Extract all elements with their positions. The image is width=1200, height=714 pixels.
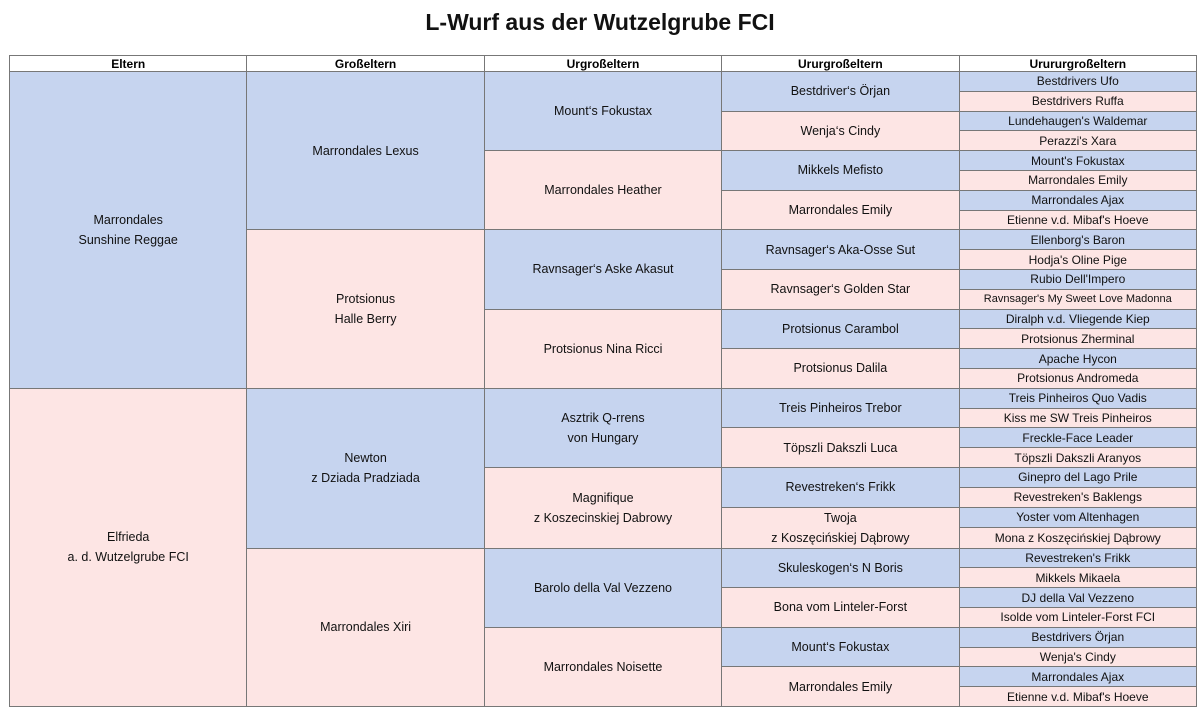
- table-row: Ravnsager's My Sweet Love Madonna: [10, 288, 1198, 310]
- header-urururgrosseltern: Urururgroßeltern: [958, 55, 1198, 72]
- table-row: Marrondales Emily: [10, 169, 1198, 191]
- gg-grandparent-cell: Ravnsager‘s Aka-Osse Sut: [721, 229, 960, 270]
- ggg-grandparent-cell: Marrondales Ajax: [958, 189, 1198, 211]
- table-row: Töpszli Dakszli Aranyos: [10, 447, 1198, 468]
- great-grandparent-cell: Marrondales Heather: [483, 150, 723, 231]
- gg-grandparent-cell: Wenja‘s Cindy: [721, 110, 960, 152]
- great-grandparent-cell: Mount‘s Fokustax: [483, 70, 723, 152]
- ggg-grandparent-cell: Perazzi's Xara: [958, 130, 1198, 152]
- gg-grandparent-cell: Ravnsager‘s Golden Star: [721, 268, 960, 310]
- gg-grandparent-cell: Mount‘s Fokustax: [721, 626, 960, 668]
- page-title: L-Wurf aus der Wutzelgrube FCI: [425, 9, 775, 35]
- gg-grandparent-cell: Mikkels Mefisto: [721, 150, 960, 191]
- ggg-grandparent-cell: Rubio Dell'Impero: [958, 268, 1198, 290]
- gg-grandparent-cell: Revestreken‘s Frikk: [721, 466, 960, 508]
- gg-grandparent-cell: Bona vom Linteler-Forst: [721, 587, 960, 628]
- gg-grandparent-cell: Treis Pinheiros Trebor: [721, 387, 960, 429]
- ggg-grandparent-cell: Lundehaugen's Waldemar: [958, 110, 1198, 132]
- ggg-grandparent-cell: Apache Hycon: [958, 348, 1198, 369]
- ggg-grandparent-cell: Marrondales Emily: [958, 169, 1198, 191]
- ggg-grandparent-cell: Wenja's Cindy: [958, 646, 1198, 668]
- table-row: Revestreken's Baklengs: [10, 486, 1198, 508]
- ggg-grandparent-cell: DJ della Val Vezzeno: [958, 587, 1198, 608]
- table-row: Kiss me SW Treis Pinheiros: [10, 407, 1198, 429]
- great-grandparent-cell: Ravnsager‘s Aske Akasut: [483, 229, 723, 310]
- ggg-grandparent-cell: Protsionus Andromeda: [958, 367, 1198, 389]
- table-row: Wenja's Cindy: [10, 646, 1198, 668]
- ggg-grandparent-cell: Diralph v.d. Vliegende Kiep: [958, 308, 1198, 330]
- ggg-grandparent-cell: Treis Pinheiros Quo Vadis: [958, 387, 1198, 409]
- header-grosseltern: Großeltern: [246, 55, 485, 72]
- ggg-grandparent-cell: Protsionus Zherminal: [958, 328, 1198, 350]
- gg-grandparent-cell: Marrondales Emily: [721, 189, 960, 231]
- gg-grandparent-cell: Protsionus Dalila: [721, 348, 960, 389]
- parent-cell: Marrondales Sunshine Reggae: [8, 71, 248, 389]
- ggg-grandparent-cell: Töpszli Dakszli Aranyos: [958, 447, 1198, 468]
- gg-grandparent-cell: Marrondales Emily: [721, 666, 960, 707]
- table-row: Etienne v.d. Mibaf's Hoeve: [10, 686, 1198, 707]
- ggg-grandparent-cell: Yoster vom Altenhagen: [958, 506, 1198, 529]
- ggg-grandparent-cell: Bestdrivers Ruffa: [958, 90, 1198, 112]
- table-row: Protsionus Zherminal: [10, 328, 1198, 350]
- ggg-grandparent-cell: Bestdrivers Ufo: [958, 71, 1198, 92]
- great-grandparent-cell: Marrondales Noisette: [483, 626, 723, 707]
- header-urgrosseltern: Urgroßeltern: [483, 55, 723, 72]
- grandparent-cell: Protsionus Halle Berry: [246, 229, 485, 389]
- great-grandparent-cell: Magnifique z Koszecinskiej Dabrowy: [483, 466, 723, 549]
- gg-grandparent-cell: Skuleskogen‘s N Boris: [721, 547, 960, 589]
- ggg-grandparent-cell: Mona z Koszęcińskiej Dąbrowy: [958, 527, 1198, 549]
- ggg-grandparent-cell: Revestreken's Baklengs: [958, 486, 1198, 508]
- table-row: Isolde vom Linteler-Forst FCI: [10, 606, 1198, 628]
- ggg-grandparent-cell: Mount's Fokustax: [958, 150, 1198, 171]
- parent-cell: Elfrieda a. d. Wutzelgrube FCI: [8, 387, 248, 707]
- grandparent-cell: Newton z Dziada Pradziada: [246, 387, 485, 549]
- table-row: Bestdrivers Ruffa: [10, 90, 1198, 112]
- table-row: Etienne v.d. Mibaf's Hoeve: [10, 209, 1198, 231]
- table-row: Perazzi's Xara: [10, 130, 1198, 152]
- gg-grandparent-cell: Twoja z Koszęcińskiej Dąbrowy: [721, 506, 960, 549]
- ggg-grandparent-cell: Marrondales Ajax: [958, 666, 1198, 688]
- gg-grandparent-cell: Bestdriver‘s Örjan: [721, 71, 960, 112]
- pedigree-table: Eltern Großeltern Urgroßeltern Ururgroße…: [8, 55, 1198, 707]
- gg-grandparent-cell: Protsionus Carambol: [721, 308, 960, 350]
- header-eltern: Eltern: [8, 55, 248, 72]
- ggg-grandparent-cell: Revestreken's Frikk: [958, 547, 1198, 569]
- grandparent-cell: Marrondales Xiri: [246, 547, 485, 707]
- ggg-grandparent-cell: Etienne v.d. Mibaf's Hoeve: [958, 686, 1198, 707]
- header-ururgrosseltern: Ururgroßeltern: [721, 55, 960, 72]
- great-grandparent-cell: Asztrik Q-rrens von Hungary: [483, 387, 723, 468]
- ggg-grandparent-cell: Freckle-Face Leader: [958, 427, 1198, 449]
- ggg-grandparent-cell: Bestdrivers Örjan: [958, 626, 1198, 648]
- gg-grandparent-cell: Töpszli Dakszli Luca: [721, 427, 960, 468]
- great-grandparent-cell: Barolo della Val Vezzeno: [483, 547, 723, 628]
- ggg-grandparent-cell: Ravnsager's My Sweet Love Madonna: [958, 288, 1198, 310]
- great-grandparent-cell: Protsionus Nina Ricci: [483, 308, 723, 389]
- ggg-grandparent-cell: Kiss me SW Treis Pinheiros: [958, 407, 1198, 429]
- ggg-grandparent-cell: Mikkels Mikaela: [958, 567, 1198, 589]
- ggg-grandparent-cell: Isolde vom Linteler-Forst FCI: [958, 606, 1198, 628]
- grandparent-cell: Marrondales Lexus: [246, 70, 485, 231]
- ggg-grandparent-cell: Etienne v.d. Mibaf's Hoeve: [958, 209, 1198, 231]
- header-row: Eltern Großeltern Urgroßeltern Ururgroße…: [8, 55, 1198, 72]
- ggg-grandparent-cell: Ginepro del Lago Prile: [958, 466, 1198, 488]
- ggg-grandparent-cell: Ellenborg's Baron: [958, 229, 1198, 251]
- ggg-grandparent-cell: Hodja's Oline Pige: [958, 249, 1198, 270]
- table-row: Protsionus Andromeda: [10, 367, 1198, 389]
